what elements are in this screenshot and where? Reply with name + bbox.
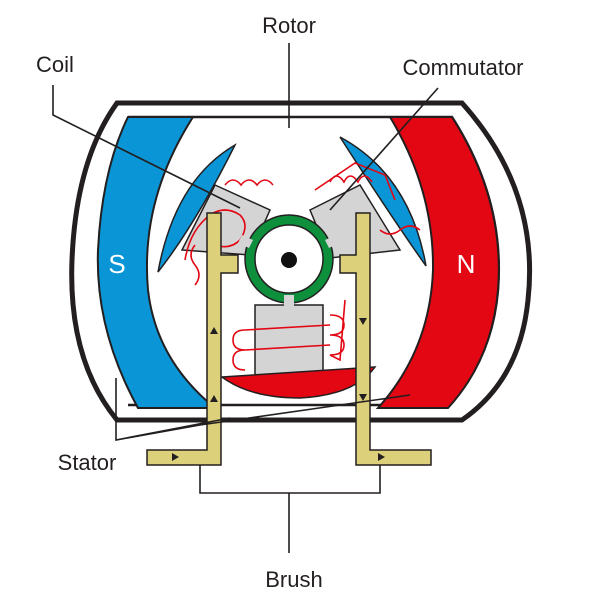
coil-label: Coil [36,52,74,77]
brush-label: Brush [265,567,322,592]
motor-housing [69,100,533,423]
north-magnet [375,116,500,409]
commutator [238,214,340,307]
stator-leader [115,378,411,441]
commutator-label: Commutator [402,55,523,80]
brush-leader [199,465,381,553]
north-pole-label: N [457,249,476,279]
coil-windings [184,162,421,371]
rotor-pole-shoe-bottom [219,366,377,399]
coil-leader [52,85,241,209]
rotor-pole-shoe-left [157,143,237,273]
brush-left [146,212,239,466]
rotor-shaft [281,252,297,268]
armature-arm-bottom [254,304,324,376]
commutator-leader [329,87,439,211]
stator-label: Stator [58,450,117,475]
rotor-label: Rotor [262,13,316,38]
rotor-pole-shoe-right [339,136,427,267]
south-pole-label: S [108,249,125,279]
